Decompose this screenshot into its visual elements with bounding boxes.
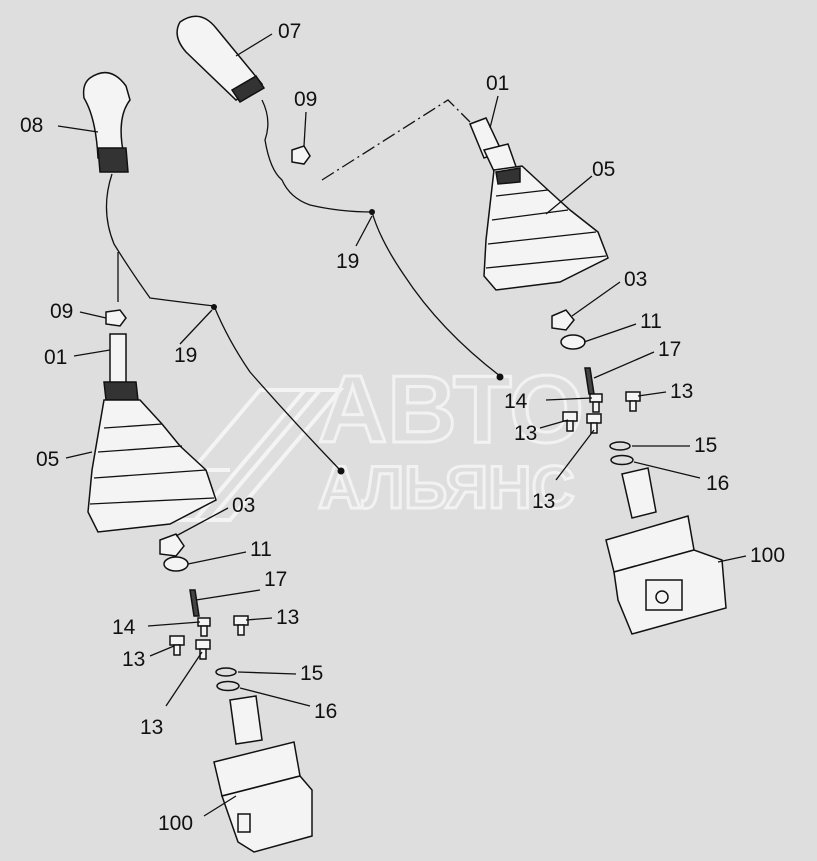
label-13-left-c: 13 <box>140 716 163 739</box>
left-ring-16 <box>216 680 240 692</box>
right-ring-16 <box>610 454 634 466</box>
label-08: 08 <box>20 114 43 137</box>
left-screw-13-b <box>169 635 185 656</box>
label-100-left: 100 <box>158 812 193 835</box>
label-03-right: 03 <box>624 268 647 291</box>
left-screw-13-a <box>233 615 249 636</box>
label-11-right: 11 <box>640 310 662 333</box>
label-13-right-c: 13 <box>532 490 555 513</box>
label-09-left: 09 <box>50 300 73 323</box>
label-15-left: 15 <box>300 662 323 685</box>
right-boot-05 <box>483 165 609 291</box>
right-valve-100 <box>605 467 727 635</box>
label-19-right: 19 <box>336 250 359 273</box>
right-centerline <box>321 99 471 181</box>
label-03-left: 03 <box>232 494 255 517</box>
left-knob-08 <box>82 71 131 173</box>
label-13-right-a: 13 <box>670 380 693 403</box>
left-screw-14 <box>197 617 211 637</box>
left-wire-clip <box>211 304 217 310</box>
leader-lines <box>57 33 747 817</box>
label-14-right: 14 <box>504 390 528 413</box>
left-joystick-assembly <box>82 71 345 853</box>
left-lever-01 <box>103 333 139 401</box>
left-nut-03 <box>159 533 185 557</box>
label-11-left: 11 <box>250 538 272 561</box>
watermark-line2: АЛЬЯНС <box>318 454 575 521</box>
watermark-line1: АВТО <box>318 356 584 463</box>
label-13-right-b: 13 <box>514 422 537 445</box>
left-valve-100 <box>213 695 313 853</box>
left-wire-harness <box>105 173 341 471</box>
label-01-right: 01 <box>486 72 509 95</box>
right-ring-15 <box>609 441 631 451</box>
label-16-left: 16 <box>314 700 337 723</box>
left-ring-15 <box>215 667 237 677</box>
right-nut-09 <box>291 145 311 165</box>
left-nut-09 <box>105 309 127 327</box>
label-19-left: 19 <box>174 344 197 367</box>
right-screw-13-a <box>625 391 641 412</box>
left-wire-connector <box>337 467 345 475</box>
left-screw-13-c <box>195 639 211 660</box>
right-pin-17 <box>584 367 595 395</box>
part-labels: 07 01 09 05 19 03 11 17 14 13 13 13 15 1… <box>20 20 785 835</box>
left-boot-05 <box>87 399 217 533</box>
label-15-right: 15 <box>694 434 717 457</box>
label-05-left: 05 <box>36 448 59 471</box>
right-wire-connector <box>496 373 504 381</box>
label-17-left: 17 <box>264 568 287 591</box>
left-pin-17 <box>189 589 200 617</box>
watermark: АВТО АЛЬЯНС <box>145 355 585 523</box>
right-wire-clip <box>369 209 375 215</box>
right-knob-07 <box>176 15 266 104</box>
label-14-left: 14 <box>112 616 136 639</box>
label-13-left-b: 13 <box>122 648 145 671</box>
label-13-left-a: 13 <box>276 606 299 629</box>
right-screw-13-b <box>562 411 578 432</box>
right-nut-03 <box>551 309 575 331</box>
right-joystick-assembly <box>176 15 727 635</box>
label-17-right: 17 <box>658 338 681 361</box>
label-01-left: 01 <box>44 346 67 369</box>
right-wire-harness <box>261 99 501 377</box>
label-09-right: 09 <box>294 88 317 111</box>
label-16-right: 16 <box>706 472 729 495</box>
label-05-right: 05 <box>592 158 615 181</box>
right-washer-11 <box>560 334 586 350</box>
label-100-right: 100 <box>750 544 785 567</box>
right-screw-13-c <box>586 413 602 434</box>
right-screw-14 <box>589 393 603 413</box>
left-washer-11 <box>163 556 189 572</box>
label-07: 07 <box>278 20 301 43</box>
